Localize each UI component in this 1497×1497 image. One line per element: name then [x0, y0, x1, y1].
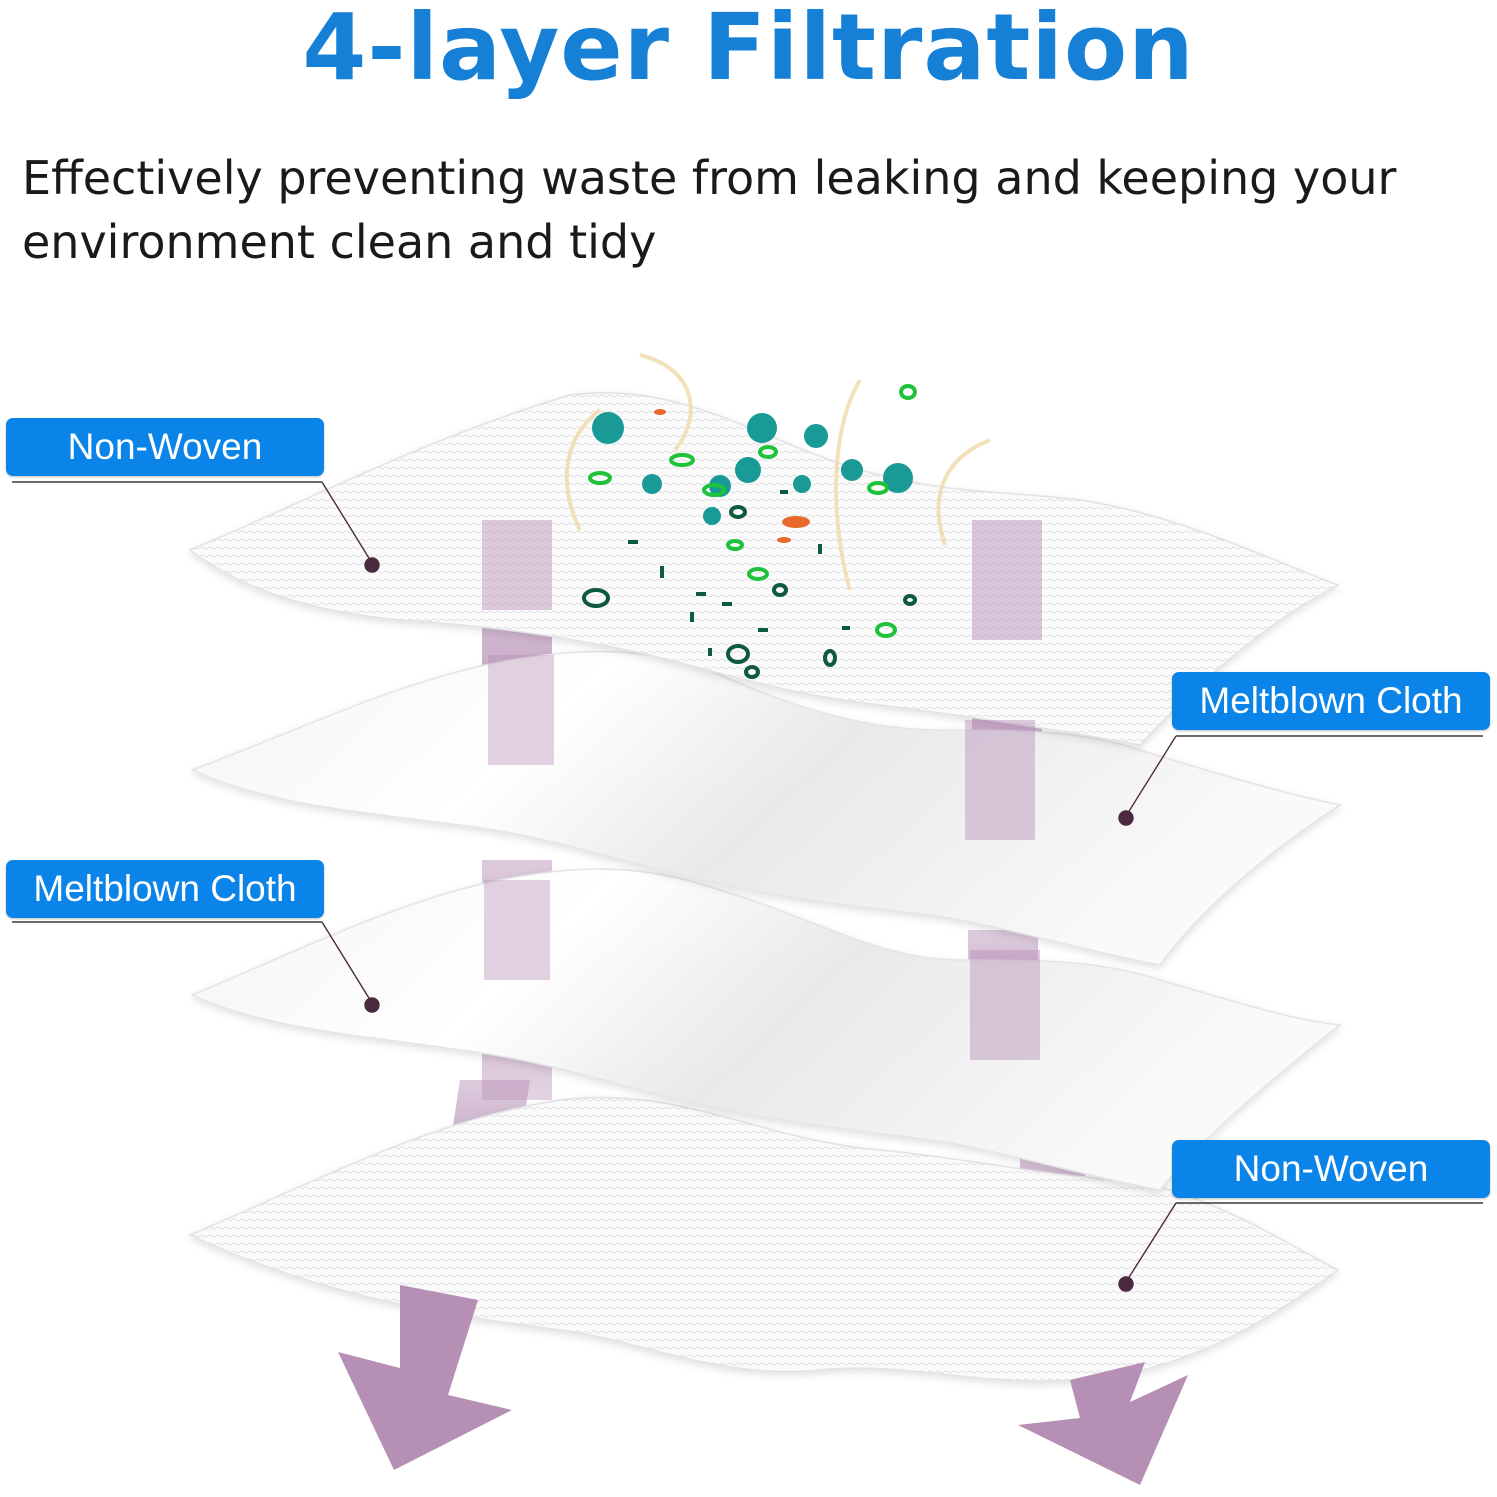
- flow-overlay-left-3: [484, 880, 550, 980]
- flow-overlays: [482, 520, 1042, 1060]
- layer-2-marker: [1118, 810, 1134, 826]
- flow-arrow-icon: [338, 1285, 512, 1470]
- layer-4-marker: [1118, 1276, 1134, 1292]
- layer-sheet-2: [190, 650, 1342, 966]
- layer-sheet-4: [188, 1096, 1340, 1383]
- layer-1-marker: [364, 557, 380, 573]
- layer-label-non-woven-bottom: Non-Woven: [1172, 1140, 1490, 1198]
- layer-label-non-woven-top: Non-Woven: [6, 418, 324, 476]
- swirl-arrow-icon: [834, 378, 862, 591]
- page-subtitle: Effectively preventing waste from leakin…: [22, 151, 1397, 269]
- layer-sheet-3: [190, 868, 1342, 1191]
- flow-overlay-right-2: [965, 720, 1035, 840]
- flow-overlay-right-3: [970, 950, 1040, 1060]
- swirl-arrow-icon: [936, 438, 991, 546]
- flow-overlay-left-2: [488, 655, 554, 765]
- flow-overlay-right: [972, 520, 1042, 640]
- swirl-arrow-icon: [639, 353, 693, 452]
- swirl-arrow-icon: [564, 408, 602, 531]
- flow-overlay-left: [482, 520, 552, 610]
- layer-label-meltblown-upper: Meltblown Cloth: [1172, 672, 1490, 730]
- particle-icon: [582, 384, 917, 679]
- contaminants: [582, 384, 917, 679]
- layer-label-meltblown-lower: Meltblown Cloth: [6, 860, 324, 918]
- leader-lines: [12, 481, 1483, 1292]
- layer-3-marker: [364, 997, 380, 1013]
- exit-arrows: [338, 1285, 1188, 1485]
- particle-icon: [654, 409, 810, 543]
- particle-icon: [628, 490, 850, 656]
- page-title: 4-layer Filtration: [302, 0, 1195, 101]
- flow-arrow-icon: [1018, 1362, 1188, 1485]
- incoming-swirls: [564, 353, 991, 591]
